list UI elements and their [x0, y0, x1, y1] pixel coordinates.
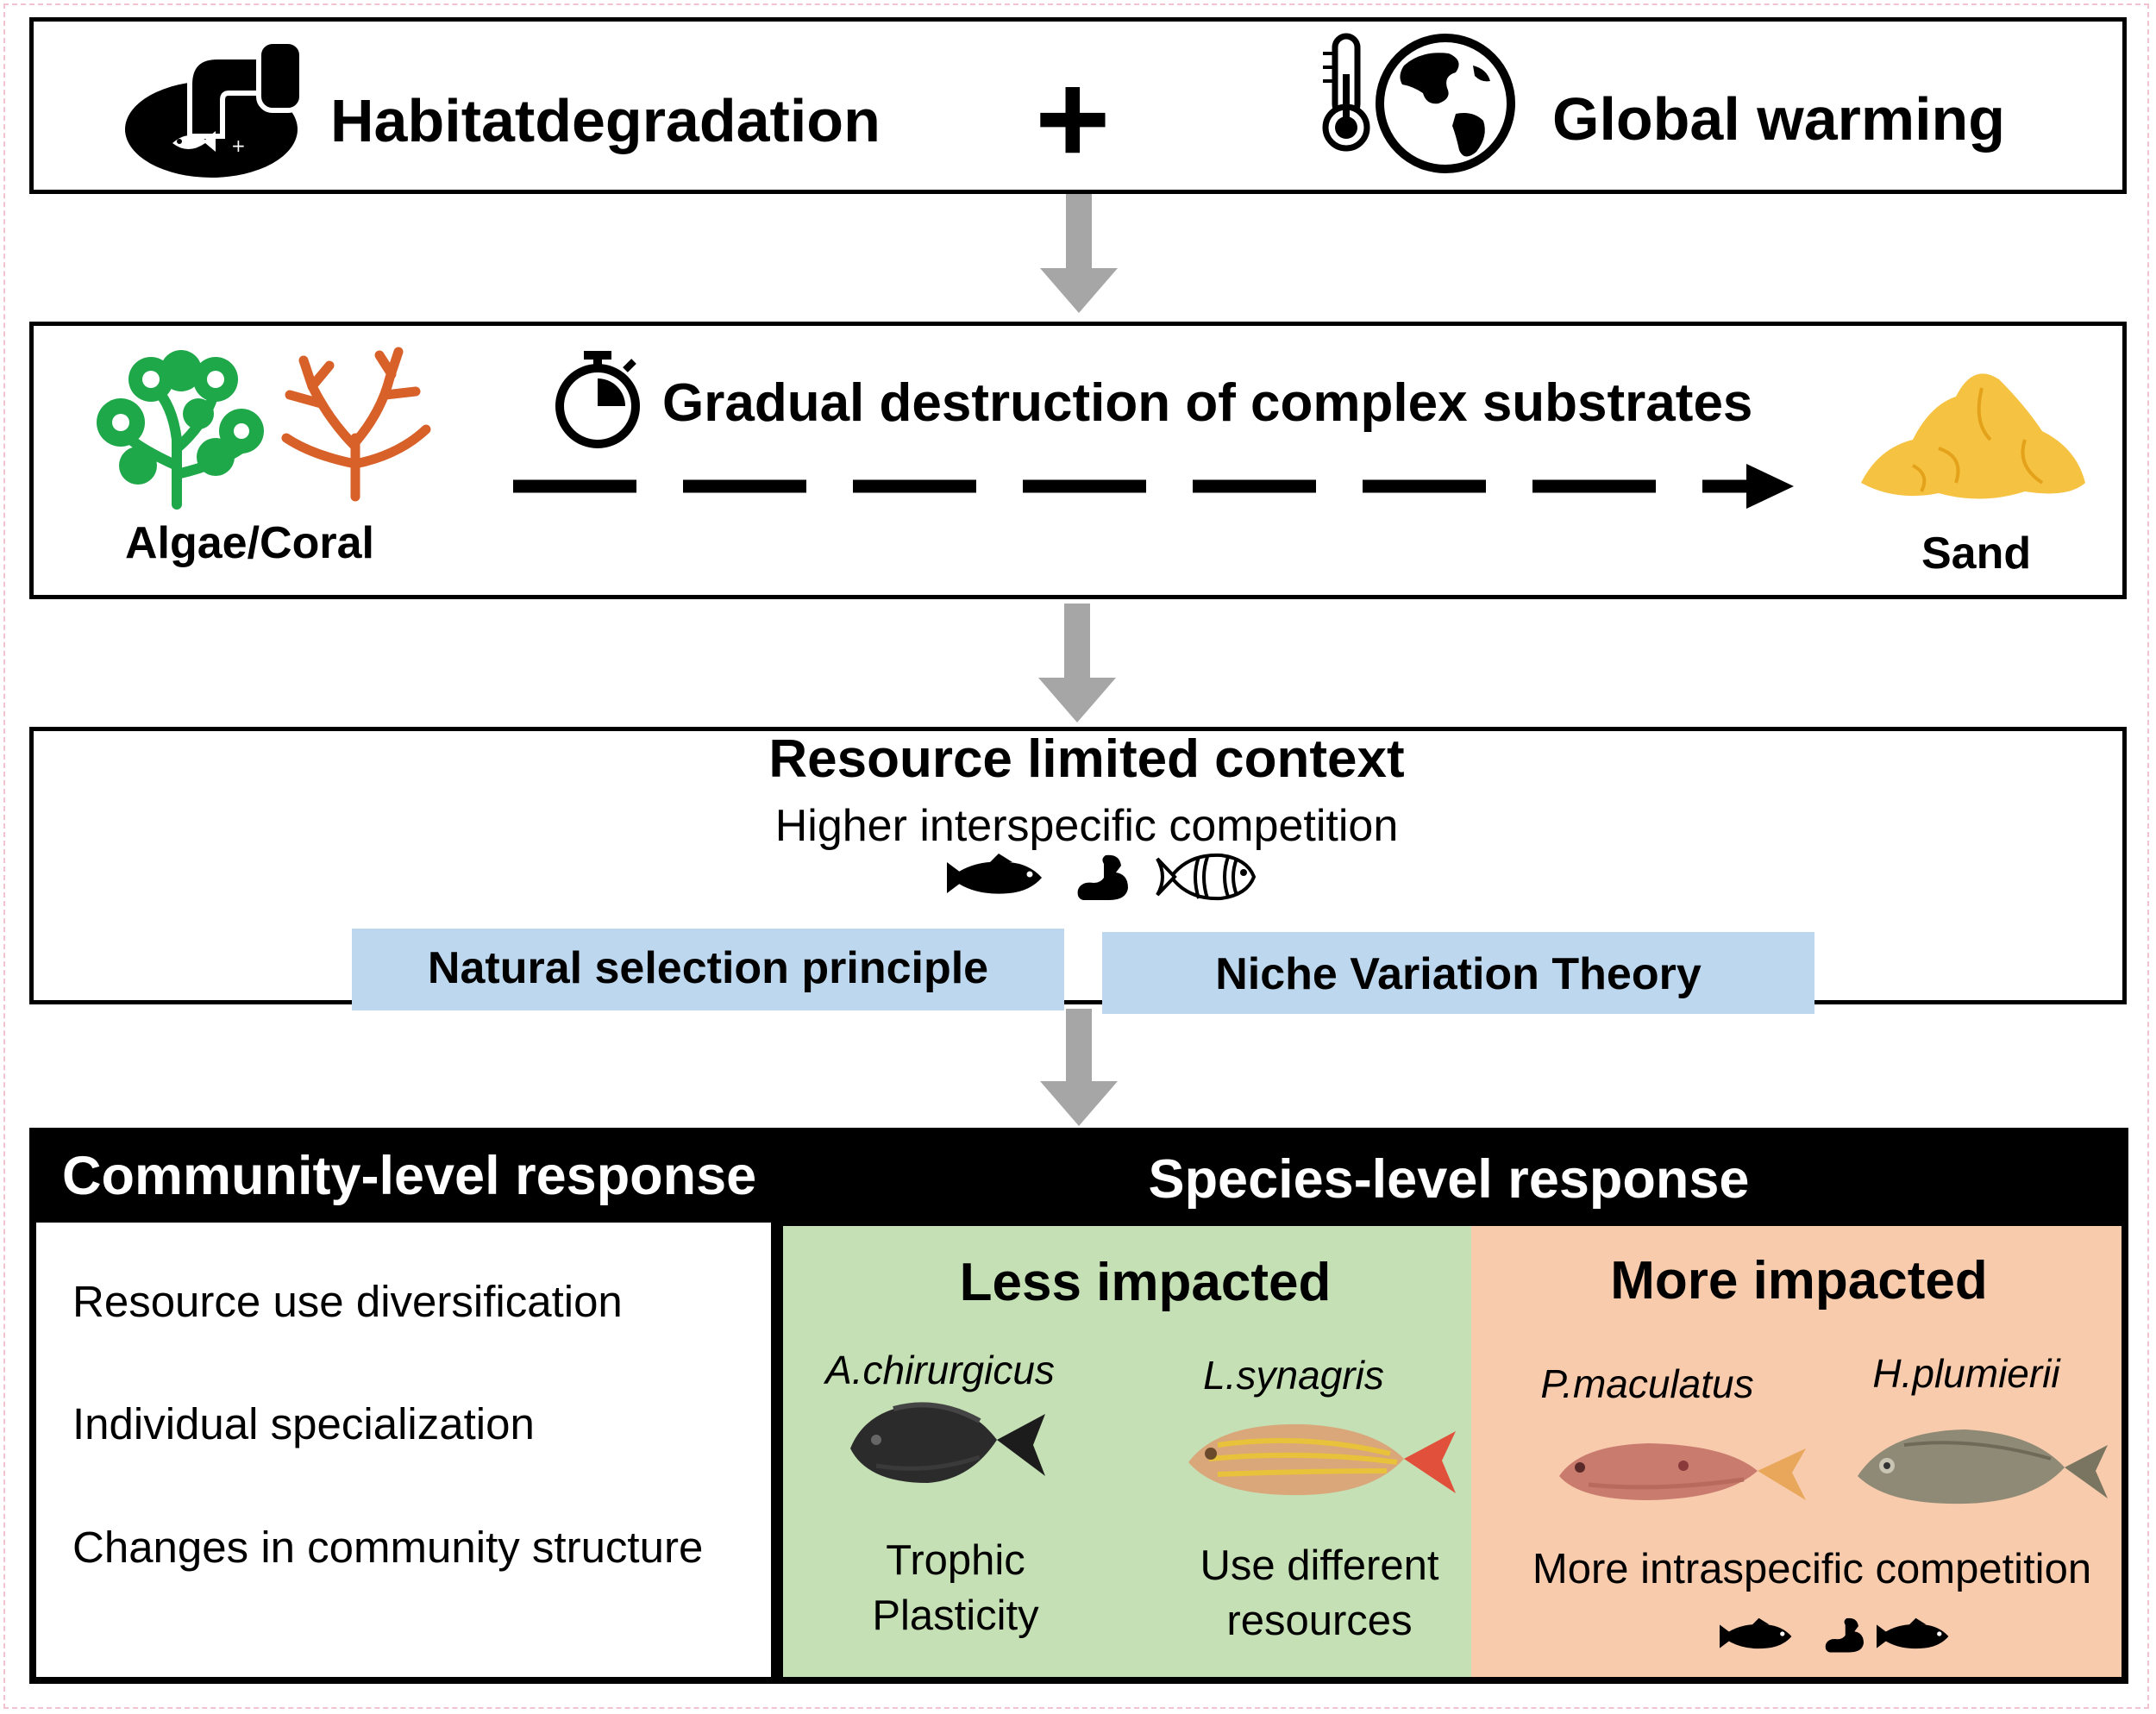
fish-icon — [947, 854, 1042, 894]
fish-photo-h-plumierii — [1858, 1429, 2108, 1504]
algae-coral-label: Algae/Coral — [125, 518, 374, 568]
flow-arrow-2 — [1038, 604, 1116, 723]
community-item-2: Individual specialization — [72, 1399, 535, 1448]
species-header: Species-level response — [1148, 1149, 1750, 1210]
timeline-dashed-arrow — [513, 464, 1794, 509]
niche-variation-text: Niche Variation Theory — [1215, 949, 1702, 999]
algae-icon — [97, 350, 264, 510]
flow-arrow-1 — [1040, 194, 1118, 313]
species-name-h-plumierii: H.plumierii — [1872, 1351, 2060, 1396]
community-item-3: Changes in community structure — [72, 1523, 704, 1572]
species-name-a-chirurgicus: A.chirurgicus — [825, 1348, 1055, 1392]
sand-pile-icon — [1861, 373, 2085, 499]
niche-variation-label: Niche Variation Theory — [1102, 932, 1814, 1014]
context-title: Resource limited context — [768, 729, 1405, 789]
species-name-l-synagris: L.synagris — [1203, 1353, 1384, 1398]
less-note-2-line2: resources — [1226, 1598, 1413, 1644]
muscle-icon — [1077, 854, 1128, 900]
globe-icon — [1376, 34, 1515, 173]
more-note: More intraspecific competition — [1532, 1546, 2092, 1592]
less-note-1-line1: Trophic — [886, 1537, 1025, 1584]
flow-arrow-3 — [1040, 1009, 1118, 1126]
less-impacted-title: Less impacted — [959, 1253, 1332, 1312]
substrate-title: Gradual destruction of complex substrate… — [662, 373, 1753, 433]
muscle-icon-small — [1825, 1617, 1864, 1653]
sand-label: Sand — [1921, 529, 2032, 579]
species-name-p-maculatus: P.maculatus — [1540, 1361, 1754, 1406]
thermometer-icon — [1322, 33, 1370, 152]
coral-icon — [281, 347, 431, 502]
stopwatch-icon — [555, 351, 640, 448]
fish-photo-a-chirurgicus — [850, 1402, 1045, 1483]
global-warming-label: Global warming — [1552, 85, 2006, 153]
fish-icon-small-2 — [1877, 1617, 1949, 1649]
habitat-degradation-label: Habitatdegradation — [330, 87, 881, 154]
community-panel — [36, 1223, 771, 1677]
clownfish-icon — [1156, 853, 1257, 901]
more-impacted-title: More impacted — [1610, 1251, 1988, 1311]
natural-selection-label: Natural selection principle — [352, 929, 1064, 1010]
natural-selection-text: Natural selection principle — [427, 943, 989, 993]
context-subtitle: Higher interspecific competition — [774, 801, 1399, 851]
plus-sign: + — [1035, 46, 1111, 191]
svg-text:+: + — [231, 135, 246, 156]
page-border — [3, 3, 2149, 1709]
less-note-2-line1: Use different — [1200, 1542, 1439, 1589]
fish-icon-small-1 — [1720, 1617, 1792, 1649]
community-header: Community-level response — [62, 1146, 757, 1206]
drivers-box — [29, 17, 2127, 194]
less-note-1-line2: Plasticity — [872, 1592, 1039, 1639]
pollution-pipe-icon: + — [125, 39, 304, 178]
community-item-1: Resource use diversification — [72, 1277, 623, 1326]
fish-photo-p-maculatus — [1559, 1443, 1806, 1500]
fish-photo-l-synagris — [1188, 1423, 1456, 1496]
